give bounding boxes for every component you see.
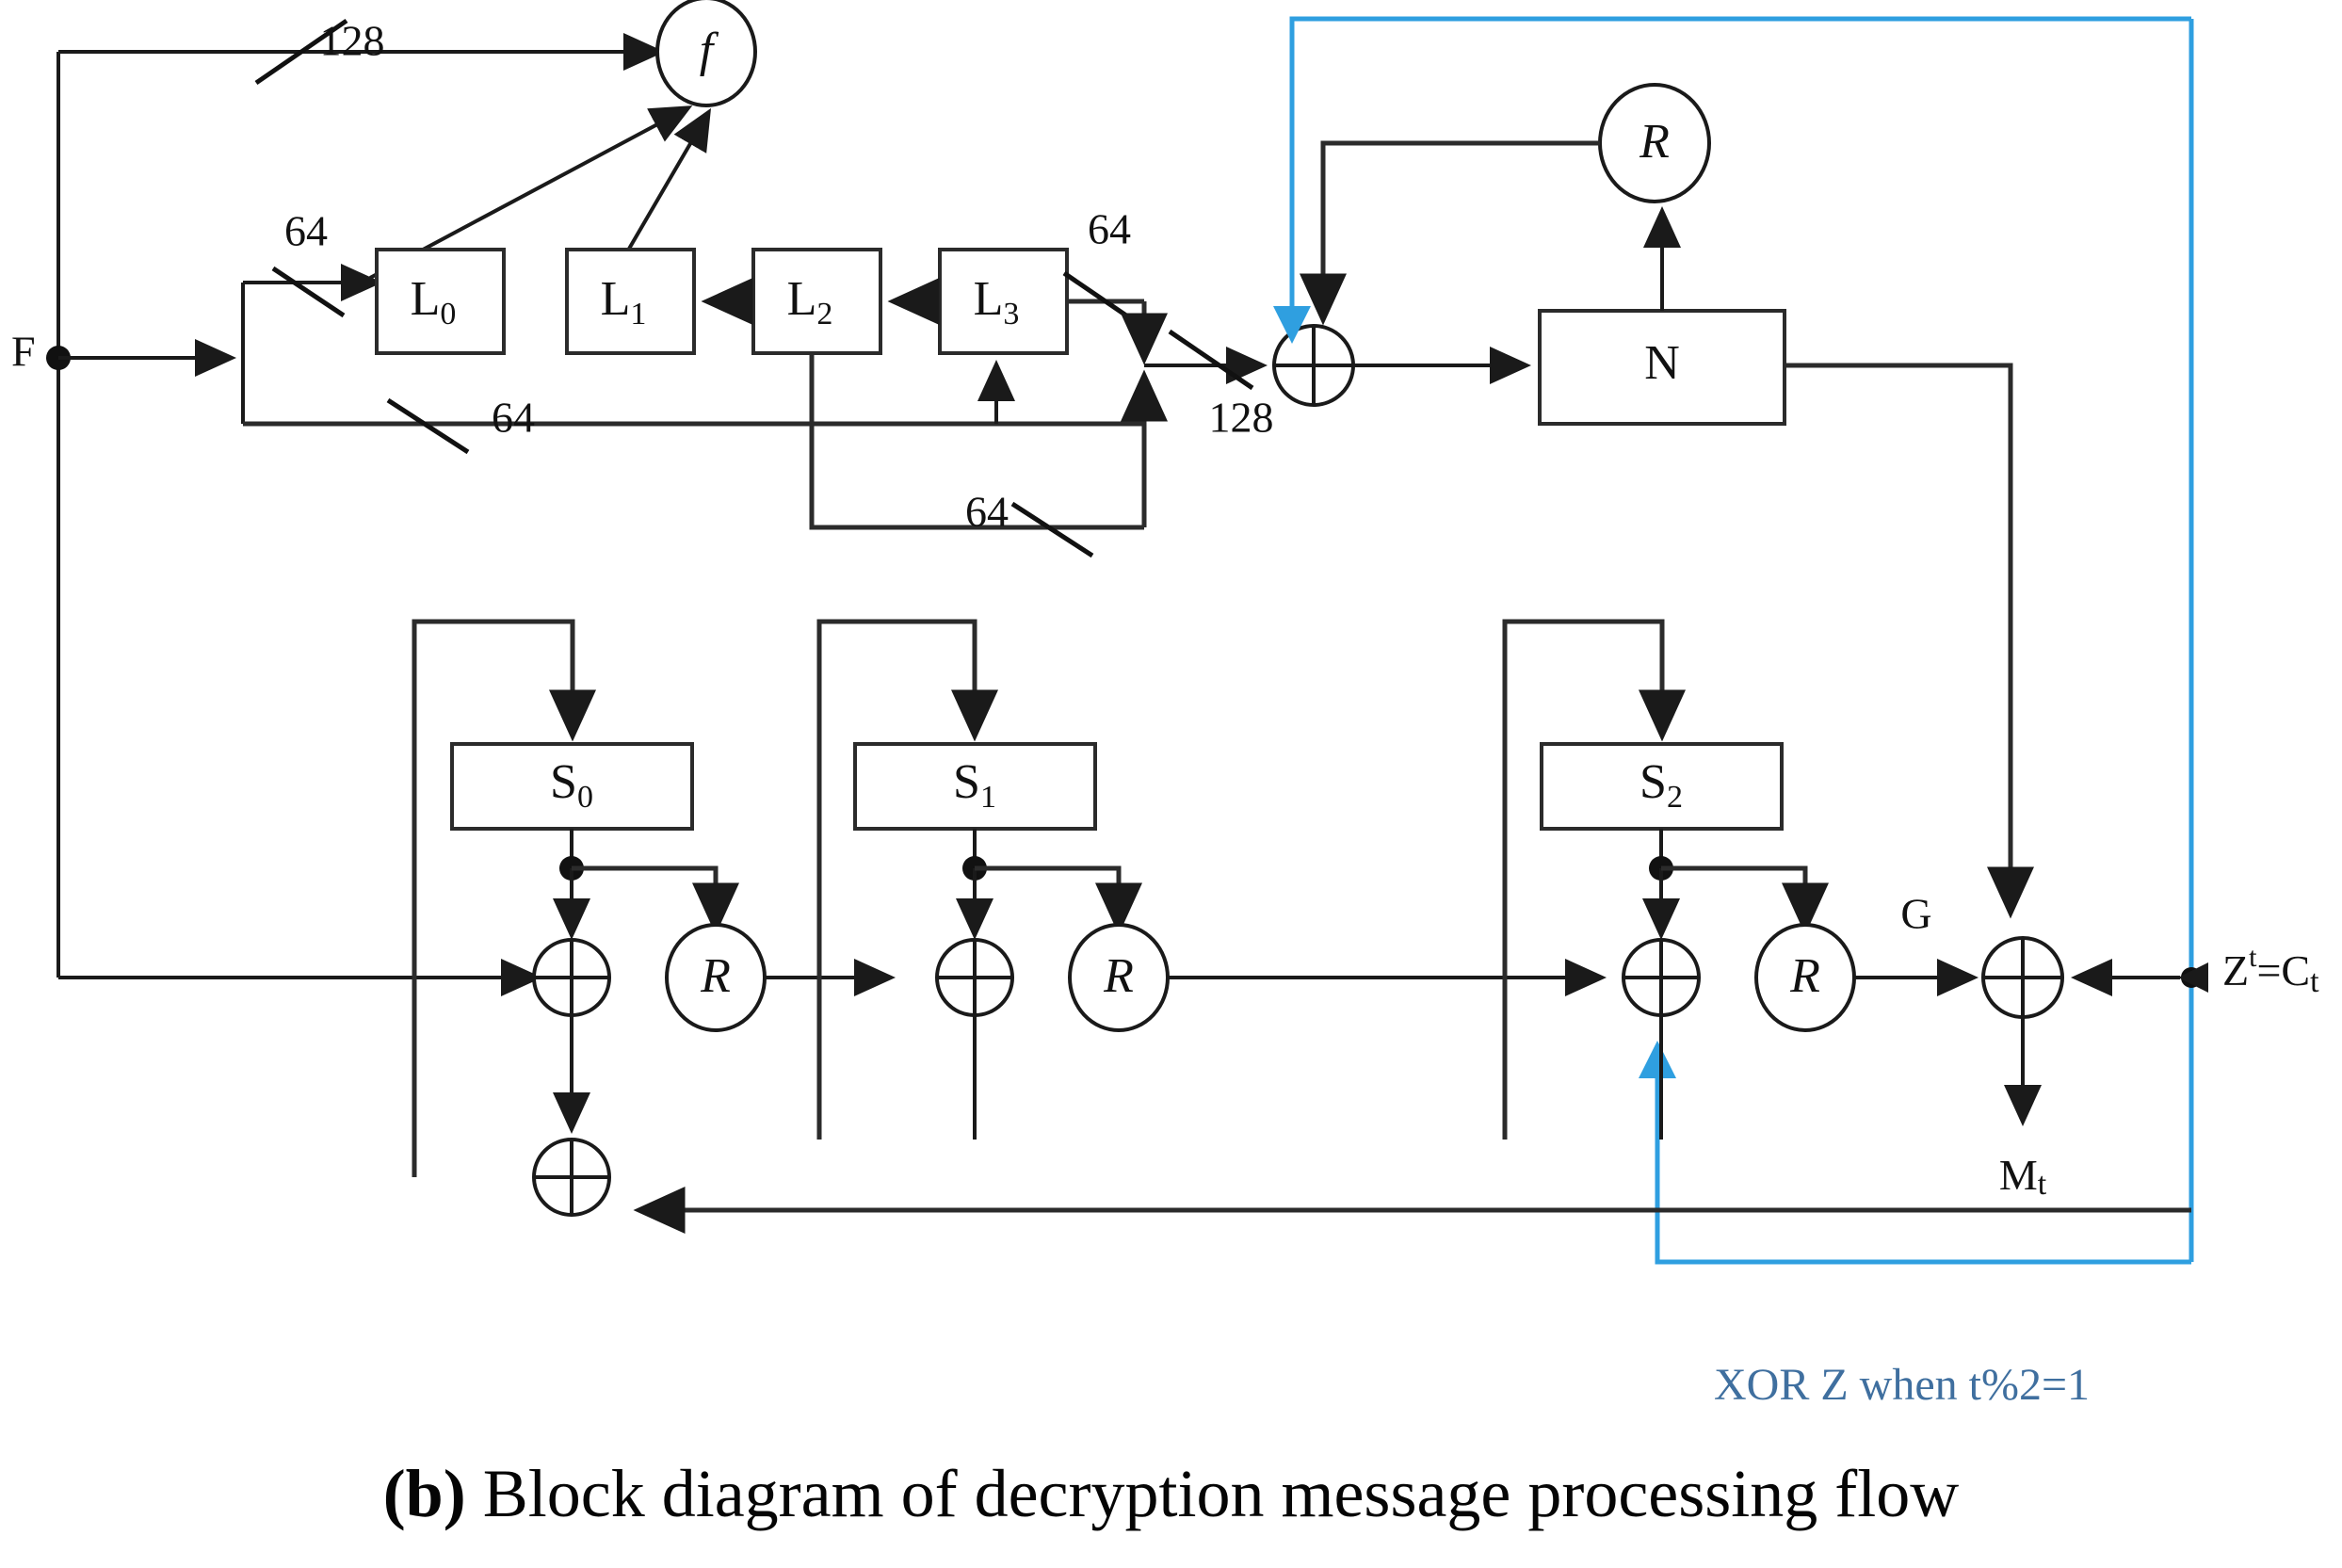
wire-L2-tap [809,353,1144,530]
xor-output [1981,936,2064,1019]
blue-conditional-xor-path [1273,16,2202,1265]
bitwidth-label-128-merge: 128 [1209,394,1274,442]
xor-top [1272,324,1355,407]
bitwidth-slash-128-merge [1168,329,1254,391]
bitwidth-label-128-top: 128 [320,17,385,65]
bitwidth-label-64-c: 64 [965,488,1009,536]
register-L2: L2 [751,248,882,355]
register-N: N [1538,309,1786,426]
xor-S0-bottom [532,1138,611,1217]
wire-S1-feedback [816,619,998,1140]
rotate-node-R1: R [1068,923,1170,1032]
xor-S2 [1622,938,1701,1017]
register-L3-label: L3 [974,272,1020,331]
output-label-G: G [1900,890,1931,938]
io-label-Z-equals-C: Zt=Ct [2222,942,2319,999]
stage-S2: S2 R [1502,619,1856,1140]
wire-S2-to-R2 [1661,865,1829,935]
bitwidth-slash-64-b [386,397,470,455]
register-L0: L0 [375,248,506,355]
wire-S2-feedback [1502,619,1686,1140]
figure-caption-prefix: (b) [382,1456,466,1531]
sbox-S0-label: S0 [550,755,593,815]
rotate-node-R2: R [1754,923,1856,1032]
rotate-node-R2-label: R [1789,949,1820,1003]
figure-caption: (b) Block diagram of decryption message … [0,1455,2342,1533]
sbox-S1-label: S1 [953,755,996,815]
register-N-label: N [1644,336,1680,390]
wire-blue-to-top-xor [1273,16,2191,344]
sbox-S2-rect [1540,742,1784,831]
figure-caption-text: Block diagram of decryption message proc… [465,1456,1960,1531]
xor-S0 [532,938,611,1017]
wire-S0-feedback [412,619,596,1177]
bitwidth-slash-128-top [254,18,348,86]
bitwidth-slash-64-a [271,266,346,318]
register-L0-label: L0 [411,272,457,331]
blue-note-text: XOR Z when t%2=1 [1714,1360,2090,1410]
wire-N-to-output-xor [1785,363,2034,919]
wire-S0-to-R0 [572,865,739,935]
wire-blue-to-s2-xor [1639,1041,2191,1265]
bitwidth-slash-64-c [1010,501,1094,558]
register-L1: L1 [565,248,696,355]
stage-S0: S0 R [412,619,896,1217]
junction-dot-Z [2181,967,2202,988]
xor-S1 [935,938,1014,1017]
input-label-F: F [11,328,36,376]
wire-R-top-to-xor [1300,140,1600,326]
bitwidth-label-64-b: 64 [492,394,535,442]
stage-S1: S1 R [816,619,1607,1140]
bitwidth-label-64-a: 64 [284,207,328,255]
rotate-node-top-label: R [1639,115,1670,169]
bitwidth-label-64-d: 64 [1088,205,1131,253]
register-L2-label: L2 [787,272,833,331]
register-L3: L3 [938,248,1069,355]
sbox-S2-label: S2 [1639,755,1683,815]
f-function-node: f [655,0,757,107]
rotate-node-R0-label: R [700,949,731,1003]
rotate-node-R1-label: R [1103,949,1134,1003]
rotate-node-top: R [1598,83,1711,203]
output-label-Mt: Mt [1999,1151,2047,1202]
wire-S1-to-R1 [975,865,1142,935]
input-F-bus [46,33,1144,996]
register-L1-label: L1 [601,272,647,331]
rotate-node-R0: R [665,923,767,1032]
